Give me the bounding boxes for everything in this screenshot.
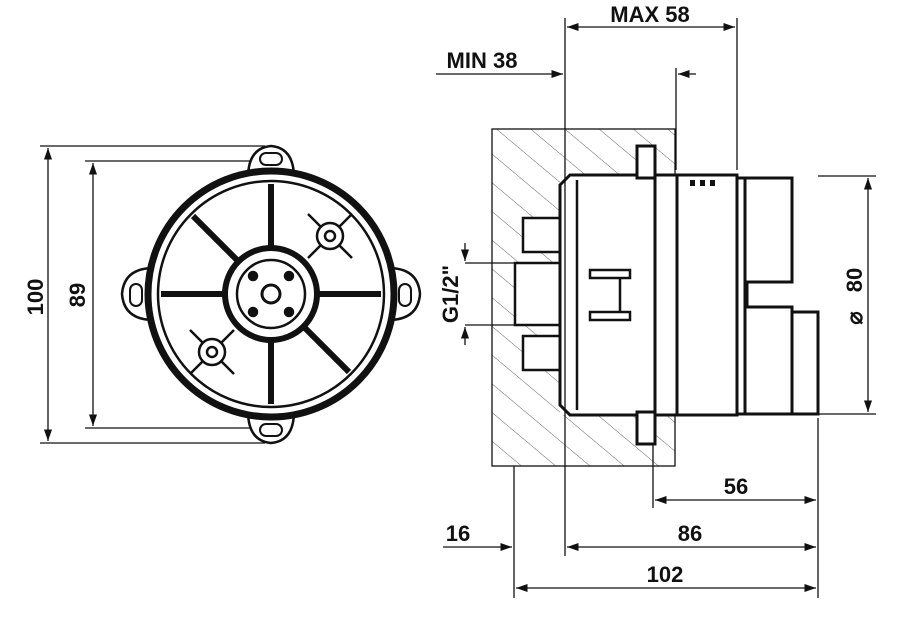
max-58-label: MAX 58 xyxy=(610,2,689,27)
dim-100-label: 100 xyxy=(23,279,48,316)
housing-marks xyxy=(690,180,715,186)
side-dimension-lines xyxy=(436,18,876,598)
diameter-symbol: ⌀ xyxy=(842,311,867,325)
hub-center-hole xyxy=(260,283,282,305)
diameter-80-label: 80 xyxy=(842,268,867,292)
hub-outer xyxy=(222,245,320,343)
min-38-label: MIN 38 xyxy=(447,48,518,73)
housing-ribs xyxy=(575,180,632,410)
body-spokes xyxy=(161,184,381,404)
housing xyxy=(558,144,747,446)
dim-16-label: 16 xyxy=(446,521,470,546)
dim-100-lines xyxy=(40,145,265,444)
rear-connectors xyxy=(513,216,562,372)
hub-ring xyxy=(235,258,307,330)
dim-89-lines xyxy=(85,160,265,429)
dim-102-label: 102 xyxy=(647,562,684,587)
body-inner-ring xyxy=(156,179,386,409)
fixing-screw-top-right xyxy=(307,213,353,259)
front-cap xyxy=(743,176,820,416)
dim-89-label: 89 xyxy=(65,283,90,307)
dim-56-label: 56 xyxy=(724,474,748,499)
fixing-screw-bottom-left xyxy=(189,329,235,375)
dim-86-label: 86 xyxy=(678,521,702,546)
side-view xyxy=(491,128,820,467)
ear-slots xyxy=(129,152,412,437)
hub-screws xyxy=(247,270,295,318)
front-view xyxy=(40,144,422,445)
thread-label: G1/2" xyxy=(438,265,463,323)
